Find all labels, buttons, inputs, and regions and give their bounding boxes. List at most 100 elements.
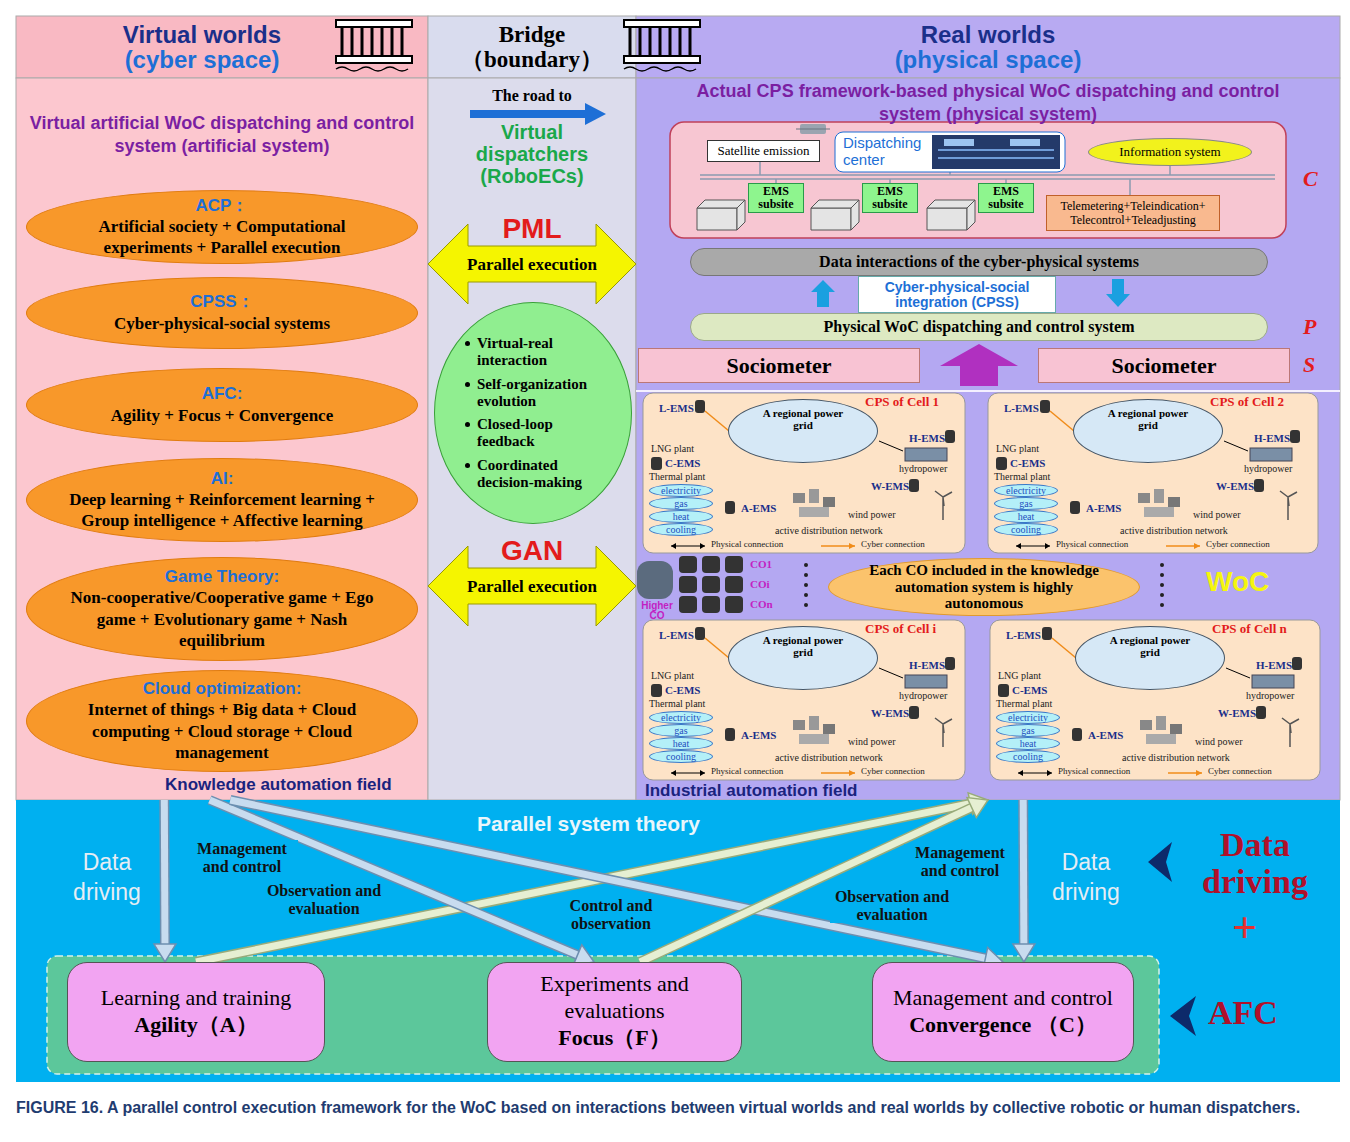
layer-letter: S bbox=[1303, 352, 1315, 378]
node-text: Real worlds bbox=[921, 22, 1056, 47]
layer-bar: Physical WoC dispatching and control sys… bbox=[690, 313, 1268, 341]
node-text: Thermal plant bbox=[994, 471, 1050, 482]
node-text: gas bbox=[1019, 499, 1032, 509]
node-text: active distribution network bbox=[775, 525, 883, 536]
node-text: Cloud optimization: bbox=[143, 679, 302, 699]
feature-ellipse: Virtual-real interactionSelf-organizatio… bbox=[434, 302, 632, 524]
layer-letter: C bbox=[1303, 166, 1318, 192]
node-text: Physical connection bbox=[711, 540, 783, 550]
node-text: EMS subsite bbox=[749, 185, 803, 211]
node-text: CPS of Cell 2 bbox=[1210, 395, 1284, 409]
node-text: W-EMS bbox=[1218, 707, 1256, 719]
node-text: A-EMS bbox=[741, 729, 776, 741]
method-ellipse: ACP：Artificial society + Computational e… bbox=[26, 190, 418, 264]
node-text: Internet of things + Big data + Cloud co… bbox=[53, 699, 391, 763]
co-label: COn bbox=[750, 598, 773, 610]
node-text: (cyber space) bbox=[125, 47, 280, 72]
header-band: Real worlds(physical space) bbox=[636, 16, 1340, 78]
energy-oval: gas bbox=[649, 724, 713, 737]
figure-caption: FIGURE 16. A parallel control execution … bbox=[16, 1099, 1326, 1117]
node-text: Coordinated decision-making bbox=[463, 457, 603, 492]
flow-label: Observation and evaluation bbox=[262, 882, 386, 917]
node-text: Cyber-physical-social systems bbox=[114, 313, 330, 334]
node-text: Telemetering+Teleindication+ Telecontrol… bbox=[1051, 199, 1215, 228]
method-ellipse: Cloud optimization:Internet of things + … bbox=[26, 670, 418, 772]
arrow-head bbox=[1013, 944, 1035, 962]
node-text: LNG plant bbox=[651, 670, 694, 681]
node-text: active distribution network bbox=[775, 752, 883, 763]
energy-oval: heat bbox=[996, 737, 1060, 750]
node-text: L-EMS bbox=[1004, 402, 1039, 414]
node-text: active distribution network bbox=[1122, 752, 1230, 763]
node-text: LNG plant bbox=[996, 443, 1039, 454]
layer-letter: P bbox=[1303, 314, 1316, 340]
energy-oval: cooling bbox=[649, 523, 713, 536]
connector-line bbox=[1020, 800, 1028, 945]
energy-oval: cooling bbox=[994, 523, 1058, 536]
node-text: hydropower bbox=[1244, 463, 1292, 474]
node-text: W-EMS bbox=[871, 480, 909, 492]
double-arrow: PMLParallel execution bbox=[428, 214, 636, 304]
ems-box: EMS subsite bbox=[748, 183, 804, 213]
system-panel: Virtual artificial WoC dispatching and c… bbox=[16, 78, 428, 800]
connector-arrow bbox=[1013, 800, 1035, 962]
node-text: A regional power grid bbox=[759, 408, 847, 431]
connector-arrow bbox=[154, 800, 176, 962]
node-text: Thermal plant bbox=[996, 698, 1052, 709]
node-text: heat bbox=[1018, 512, 1035, 522]
afc-box: Management and controlConvergence （C） bbox=[872, 962, 1134, 1062]
flow-label: Observation and evaluation bbox=[830, 888, 954, 923]
node-text: Virtual dispatchers (RoboECs) bbox=[452, 121, 612, 187]
afc-box: Experiments and evaluationsFocus（F） bbox=[487, 962, 742, 1062]
node-text: CPS of Cell i bbox=[865, 622, 936, 636]
node-text: gas bbox=[1021, 726, 1034, 736]
node-text: Artificial society + Computational exper… bbox=[53, 216, 391, 259]
node-text: Parallel system theory bbox=[473, 812, 704, 836]
dispatch-center-box: Dispatching center bbox=[835, 132, 1065, 172]
node-text: Agility + Focus + Convergence bbox=[111, 405, 333, 426]
node-text: Cyber connection bbox=[861, 767, 925, 777]
info-ellipse: Information system bbox=[1088, 138, 1252, 166]
node-text: Sociometer bbox=[1111, 353, 1216, 379]
node-text: Actual CPS framework-based physical WoC … bbox=[670, 80, 1306, 127]
energy-oval: heat bbox=[649, 737, 713, 750]
node-text: hydropower bbox=[1246, 690, 1294, 701]
woc-label: WoC bbox=[1206, 566, 1269, 598]
ems-box: EMS subsite bbox=[862, 183, 918, 213]
node-text: H-EMS bbox=[1254, 432, 1290, 444]
energy-oval: gas bbox=[996, 724, 1060, 737]
node-text: C-EMS bbox=[665, 684, 700, 696]
cell-panel: CPS of Cell nL-EMSLNG plantC-EMSThermal … bbox=[990, 620, 1320, 780]
node-text: gas bbox=[674, 499, 687, 509]
integration-box: Cyber-physical-social integration (CPSS) bbox=[858, 276, 1056, 313]
node-text: Physical connection bbox=[1056, 540, 1128, 550]
method-label: Data driving bbox=[1180, 826, 1330, 901]
node-text: Parallel execution bbox=[428, 577, 636, 597]
telemetry-box: Telemetering+Teleindication+ Telecontrol… bbox=[1046, 195, 1220, 231]
method-ellipse: AFC:Agility + Focus + Convergence bbox=[26, 368, 418, 442]
node-text: A-EMS bbox=[741, 502, 776, 514]
node-text: Closed-loop feedback bbox=[463, 416, 603, 451]
node-text: CPS of Cell 1 bbox=[865, 395, 939, 409]
energy-oval: electricity bbox=[649, 484, 713, 497]
energy-oval: electricity bbox=[994, 484, 1058, 497]
node-text: wind power bbox=[848, 509, 896, 520]
node-text: Physical connection bbox=[711, 767, 783, 777]
node-text: H-EMS bbox=[909, 432, 945, 444]
connector-outline bbox=[1018, 800, 1029, 945]
node-text: CPSS： bbox=[190, 292, 253, 312]
node-text: Convergence （C） bbox=[909, 1011, 1097, 1040]
flow-label: Management and control bbox=[186, 840, 298, 875]
node-text: A regional power grid bbox=[759, 635, 847, 658]
node-text: Non-cooperative/Cooperative game + Ego g… bbox=[53, 587, 391, 651]
grid-ellipse: A regional power grid bbox=[728, 399, 878, 463]
node-text: hydropower bbox=[899, 690, 947, 701]
node-text: Self-organization evolution bbox=[463, 376, 603, 411]
node-text: wind power bbox=[848, 736, 896, 747]
node-text: Experiments and evaluations bbox=[488, 971, 741, 1024]
energy-oval: electricity bbox=[996, 711, 1060, 724]
node-text: Satellite emission bbox=[717, 143, 809, 159]
node-text: Virtual artificial WoC dispatching and c… bbox=[28, 112, 416, 159]
process-box: Satellite emission bbox=[707, 140, 820, 162]
node-text: electricity bbox=[661, 713, 701, 723]
